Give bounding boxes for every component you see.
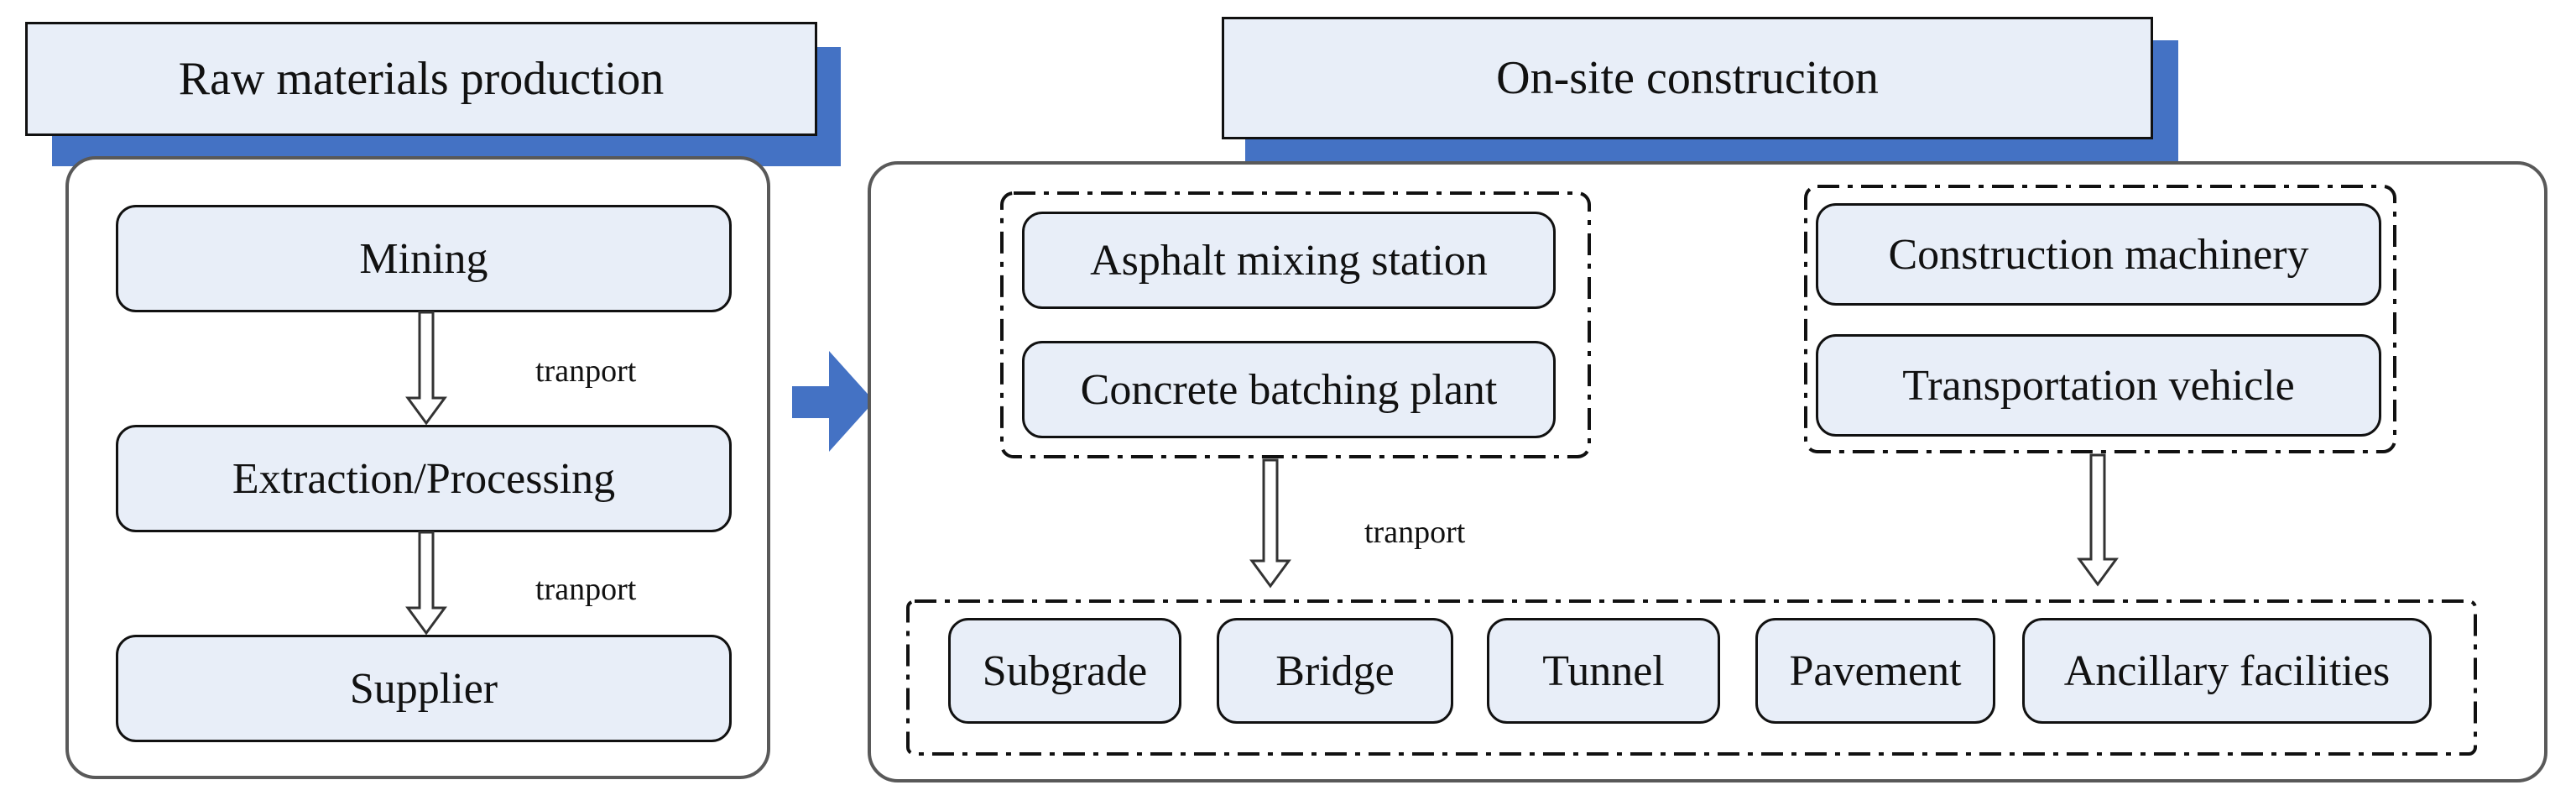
component-subgrade: Subgrade	[948, 618, 1181, 724]
plants-group-frame	[1000, 191, 1591, 458]
arrow-down-icon	[2077, 453, 2119, 587]
component-bridge: Bridge	[1217, 618, 1453, 724]
transport-label: tranport	[1364, 515, 1466, 550]
transport-label: tranport	[535, 572, 637, 607]
onsite-construction-header: On-site construciton	[1222, 17, 2153, 139]
plant-asphalt-mixing-station: Asphalt mixing station	[1022, 212, 1556, 309]
arrow-right-icon	[792, 351, 874, 452]
machinery-transportation-vehicle: Transportation vehicle	[1816, 334, 2381, 437]
step-supplier: Supplier	[116, 635, 732, 742]
step-extraction-processing: Extraction/Processing	[116, 425, 732, 532]
components-group-frame	[906, 599, 2477, 756]
plant-concrete-batching: Concrete batching plant	[1022, 341, 1556, 438]
arrow-down-icon	[1249, 458, 1291, 589]
machinery-group-frame	[1804, 185, 2396, 453]
machinery-construction: Construction machinery	[1816, 203, 2381, 306]
transport-label: tranport	[535, 353, 637, 389]
raw-materials-header: Raw materials production	[25, 22, 817, 136]
component-tunnel: Tunnel	[1487, 618, 1720, 724]
component-ancillary-facilities: Ancillary facilities	[2022, 618, 2432, 724]
step-mining: Mining	[116, 205, 732, 312]
component-pavement: Pavement	[1755, 618, 1995, 724]
arrow-down-icon	[405, 311, 447, 426]
arrow-down-icon	[405, 531, 447, 636]
